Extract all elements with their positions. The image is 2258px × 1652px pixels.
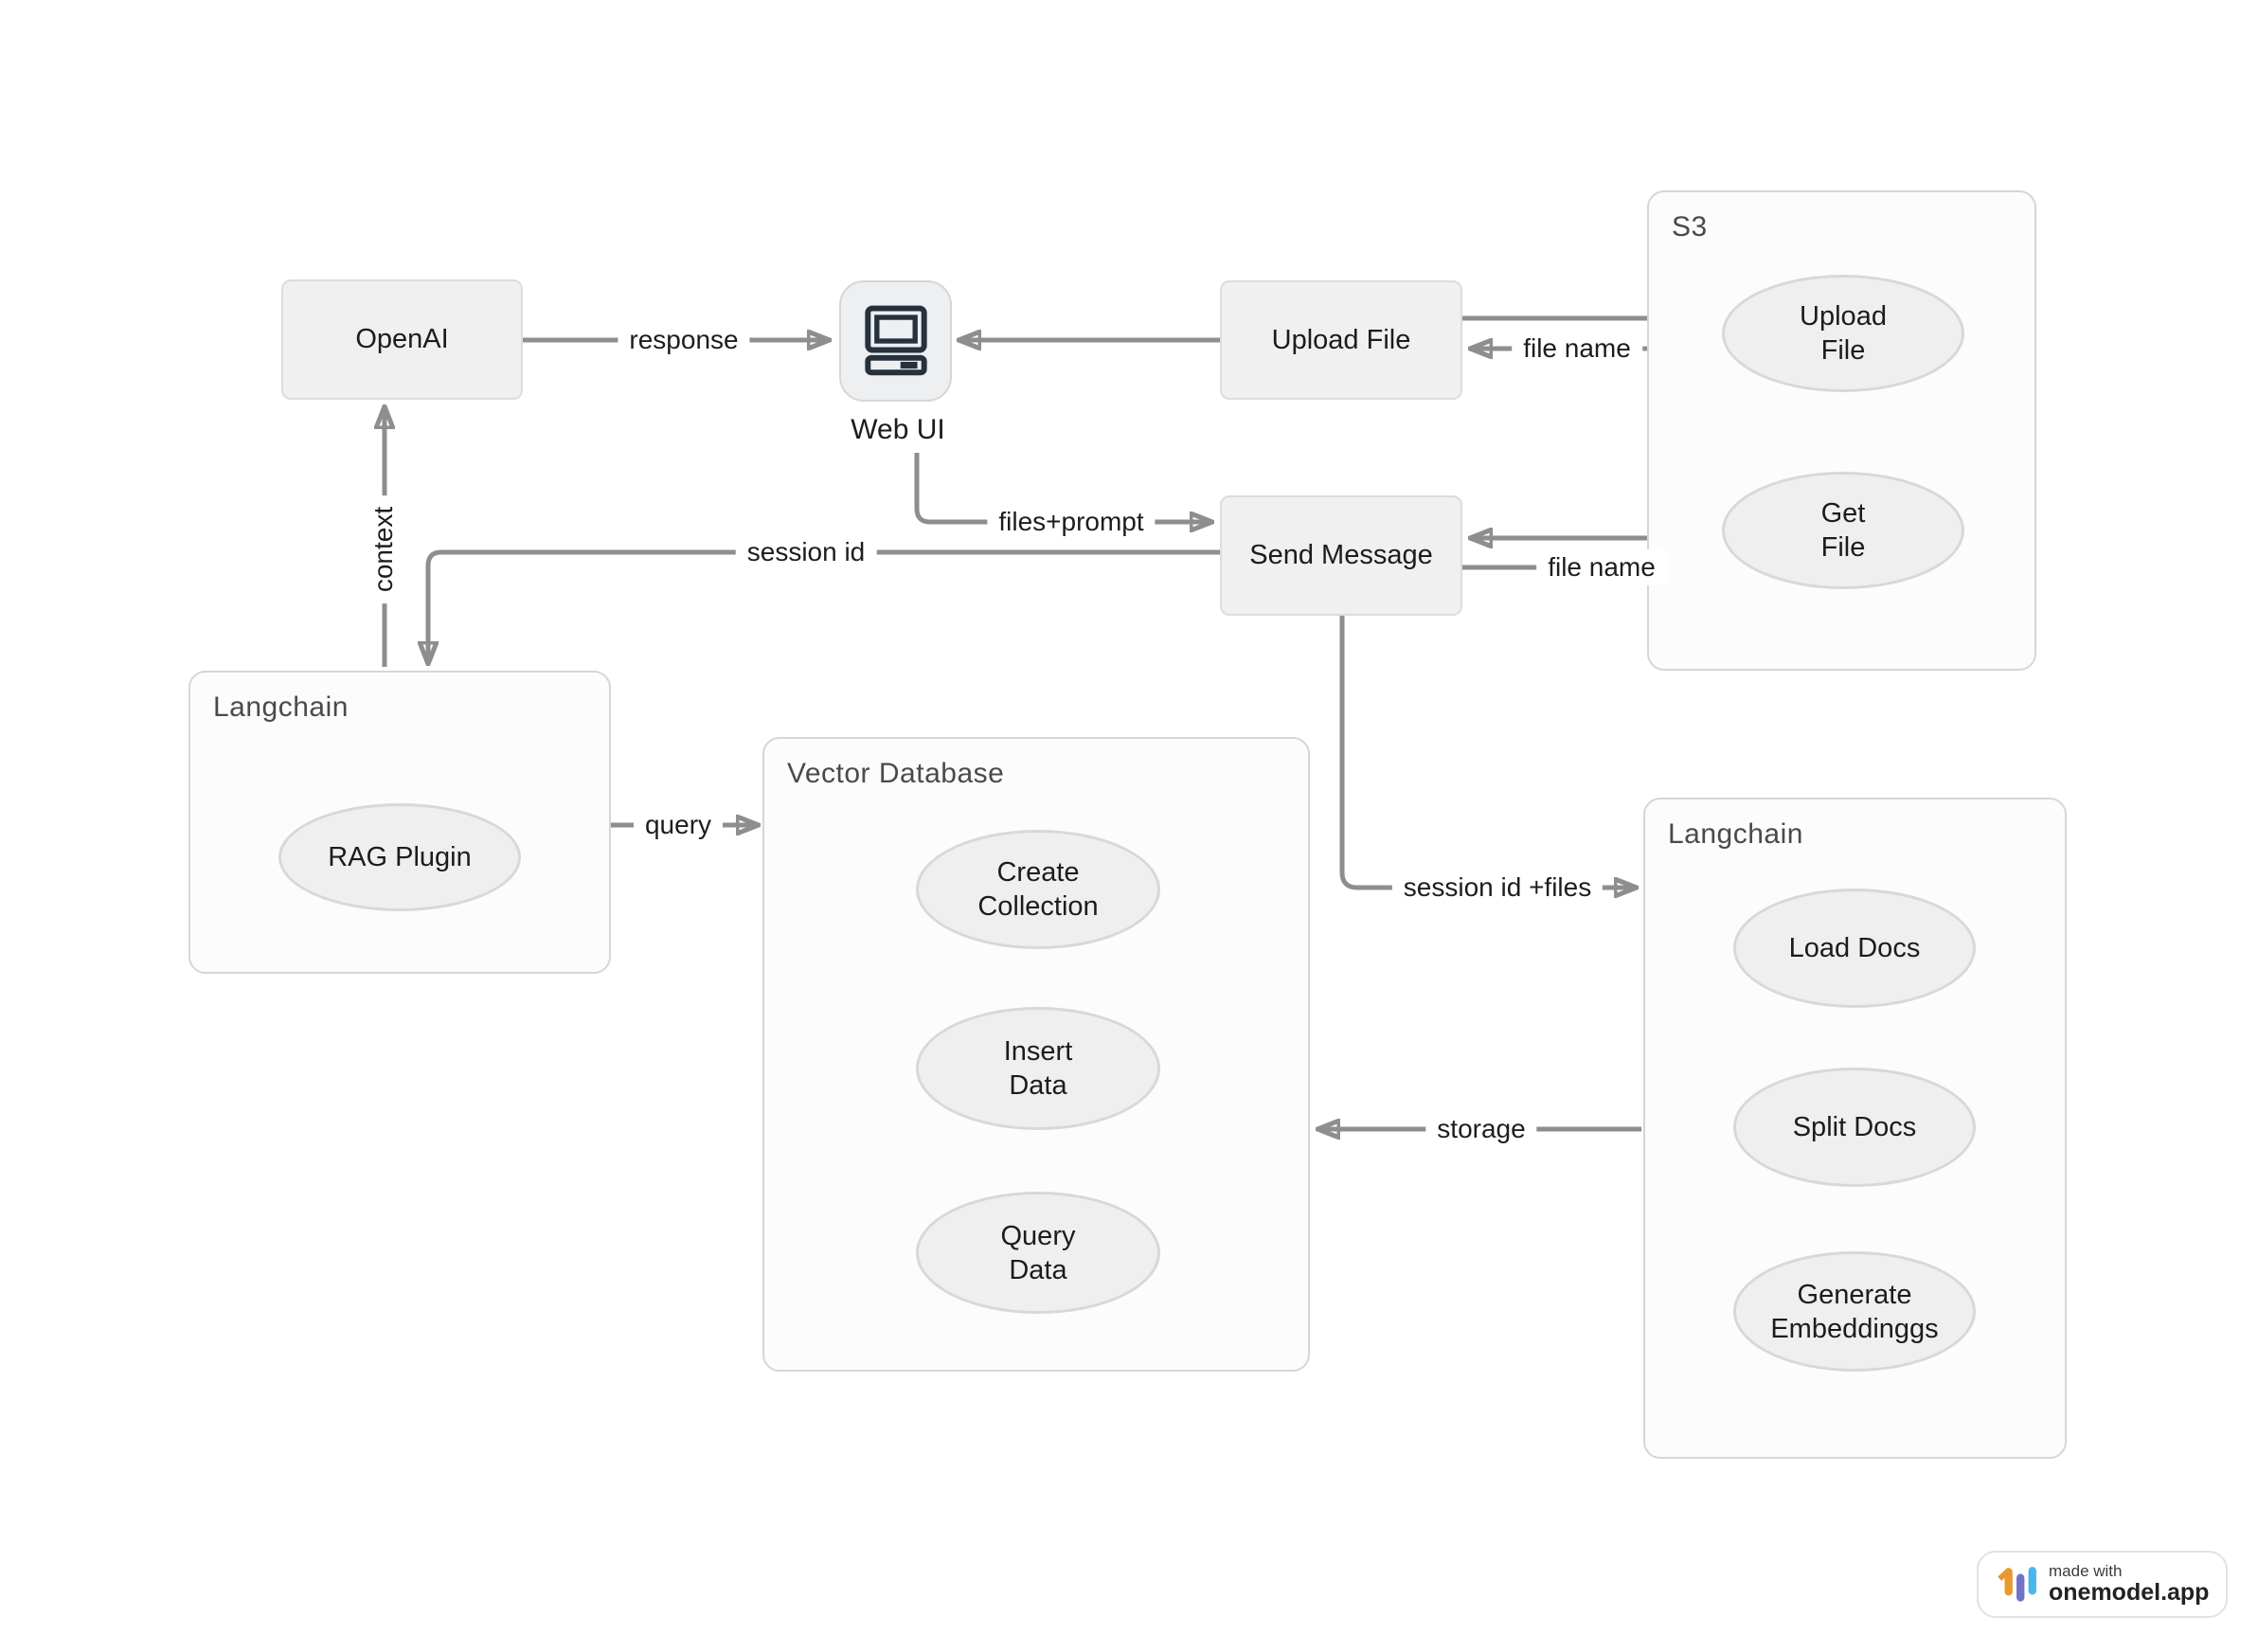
container-s3-title: S3 bbox=[1672, 211, 1708, 242]
ellipse-line: Generate bbox=[1797, 1279, 1912, 1310]
node-upload-file[interactable]: Upload File bbox=[1220, 280, 1462, 400]
ellipse-rag-plugin[interactable]: RAG Plugin bbox=[278, 803, 521, 911]
edge-label-query: query bbox=[633, 807, 724, 843]
ellipse-insert-data[interactable]: Insert Data bbox=[916, 1007, 1160, 1130]
ellipse-line: Upload bbox=[1800, 301, 1887, 332]
edge-webui-to-sendmessage-filesprompt bbox=[914, 453, 1212, 522]
ellipse-create-collection[interactable]: Create Collection bbox=[916, 830, 1160, 949]
container-s3[interactable]: S3 bbox=[1647, 190, 2036, 671]
ellipse-line: RAG Plugin bbox=[328, 842, 472, 872]
container-langchain-right-title: Langchain bbox=[1668, 818, 1803, 850]
edge-sendmessage-to-langchainright-sessionidfiles bbox=[1339, 616, 1637, 888]
ellipse-s3-get-file[interactable]: Get File bbox=[1722, 472, 1964, 589]
node-openai-label: OpenAI bbox=[355, 324, 449, 354]
ellipse-line: Load Docs bbox=[1788, 933, 1921, 963]
edge-label-files-prompt: files+prompt bbox=[987, 504, 1156, 540]
edge-label-session-id-files: session id +files bbox=[1391, 870, 1604, 906]
ellipse-generate-embeddings[interactable]: Generate Embeddinggs bbox=[1733, 1251, 1976, 1372]
edge-label-storage: storage bbox=[1425, 1111, 1537, 1147]
edge-sendmessage-to-langchain-sessionid bbox=[428, 549, 1220, 664]
container-vector-database-title: Vector Database bbox=[787, 758, 1005, 789]
computer-icon bbox=[864, 305, 927, 376]
ellipse-line: Data bbox=[1009, 1254, 1067, 1285]
ellipse-s3-upload-file[interactable]: Upload File bbox=[1722, 275, 1964, 392]
node-send-message[interactable]: Send Message bbox=[1220, 495, 1462, 616]
edge-label-context: context bbox=[366, 494, 402, 604]
node-openai[interactable]: OpenAI bbox=[281, 279, 523, 400]
ellipse-line: Query bbox=[1000, 1220, 1076, 1251]
ellipse-line: Split Docs bbox=[1792, 1112, 1917, 1142]
ellipse-line: Embeddinggs bbox=[1770, 1313, 1939, 1344]
container-langchain-left-title: Langchain bbox=[213, 691, 349, 723]
edge-label-session-id: session id bbox=[735, 534, 877, 570]
edge-label-response: response bbox=[618, 322, 750, 358]
onemodel-badge[interactable]: made with onemodel.app bbox=[1977, 1551, 2228, 1618]
ellipse-line: Get bbox=[1820, 498, 1866, 529]
node-web-ui[interactable] bbox=[839, 280, 952, 402]
onemodel-logo-icon bbox=[1998, 1566, 2036, 1602]
badge-brand-text: onemodel.app bbox=[2049, 1579, 2210, 1607]
node-send-message-label: Send Message bbox=[1249, 540, 1433, 570]
ellipse-split-docs[interactable]: Split Docs bbox=[1733, 1068, 1976, 1187]
node-web-ui-label: Web UI bbox=[851, 414, 945, 445]
ellipse-query-data[interactable]: Query Data bbox=[916, 1192, 1160, 1314]
ellipse-line: File bbox=[1820, 335, 1866, 366]
ellipse-line: File bbox=[1820, 532, 1866, 563]
ellipse-line: Data bbox=[1009, 1070, 1067, 1101]
node-upload-file-label: Upload File bbox=[1271, 324, 1411, 355]
ellipse-line: Insert bbox=[1003, 1036, 1073, 1067]
ellipse-load-docs[interactable]: Load Docs bbox=[1733, 889, 1976, 1008]
ellipse-line: Collection bbox=[977, 891, 1099, 922]
badge-made-with-text: made with bbox=[2049, 1562, 2123, 1581]
edge-label-file-name-get: file name bbox=[1536, 549, 1667, 585]
edge-label-file-name-upload: file name bbox=[1512, 331, 1642, 367]
ellipse-line: Create bbox=[996, 857, 1080, 888]
